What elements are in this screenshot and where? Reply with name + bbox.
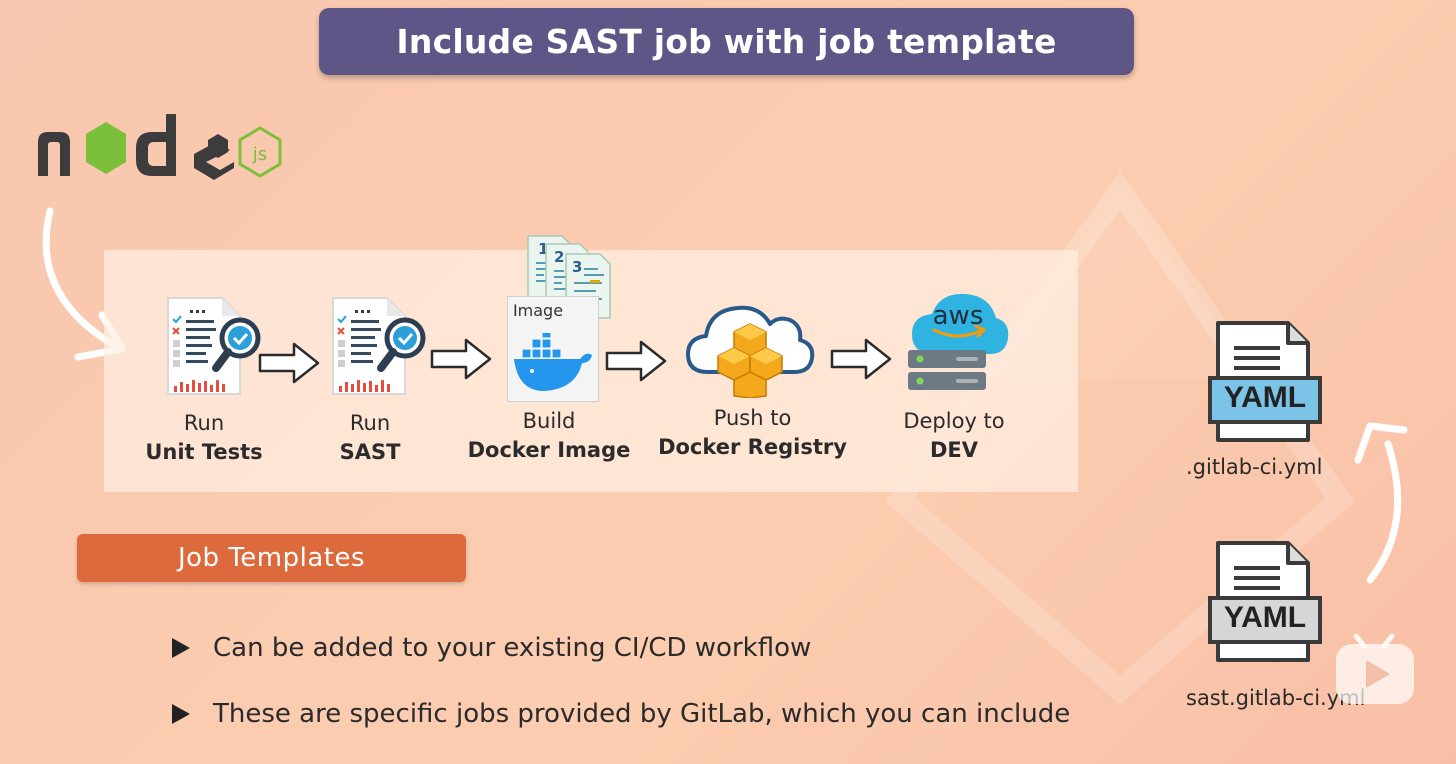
layer-number: 3 [572, 258, 582, 276]
cloud-boxes-icon [686, 305, 815, 398]
job-templates-label: Job Templates [77, 534, 466, 582]
right-arrow-icon [605, 340, 667, 382]
bullet-item: Can be added to your existing CI/CD work… [172, 633, 811, 663]
file-name-gitlab-ci: .gitlab-ci.yml [1186, 455, 1323, 479]
bullet-text: Can be added to your existing CI/CD work… [213, 633, 812, 663]
curved-up-arrow-icon [1354, 422, 1408, 584]
right-arrow-icon [830, 338, 892, 380]
right-arrow-icon [430, 338, 492, 380]
bullet-triangle-icon [172, 638, 190, 658]
image-caption: Image [512, 301, 564, 320]
layer-number: 2 [554, 248, 564, 266]
js-badge-text: js [252, 144, 267, 165]
pipeline-step-deploy-to-dev: Deploy to DEV [903, 409, 1005, 462]
play-button-icon[interactable] [1334, 632, 1416, 706]
file-name-sast-gitlab-ci: sast.gitlab-ci.yml [1186, 686, 1366, 710]
page-title: Include SAST job with job template [319, 8, 1134, 75]
pipeline-step-run-unit-tests: Run Unit Tests [145, 411, 263, 464]
yaml-badge: YAML [1223, 381, 1307, 414]
pipeline-step-run-sast: Run SAST [339, 411, 401, 464]
image-layers-icon: 1 2 3 [527, 235, 611, 319]
layer-number: 1 [538, 240, 548, 258]
docker-whale-icon [514, 333, 592, 391]
bullet-text: These are specific jobs provided by GitL… [213, 699, 1071, 729]
right-arrow-icon [258, 342, 320, 384]
pipeline-step-push-to-docker-registry: Push to Docker Registry [658, 406, 847, 459]
test-report-icon [332, 297, 426, 395]
yaml-file-icon [1208, 321, 1322, 442]
bullet-triangle-icon [172, 704, 190, 724]
pipeline-step-build-docker-image: Build Docker Image [467, 409, 631, 462]
test-report-icon [167, 297, 261, 395]
bullet-item: These are specific jobs provided by GitL… [172, 699, 1070, 729]
nodejs-logo: js [38, 114, 282, 180]
yaml-file-icon [1208, 541, 1322, 662]
aws-server-icon: aws [908, 293, 1009, 390]
yaml-badge: YAML [1223, 601, 1307, 634]
